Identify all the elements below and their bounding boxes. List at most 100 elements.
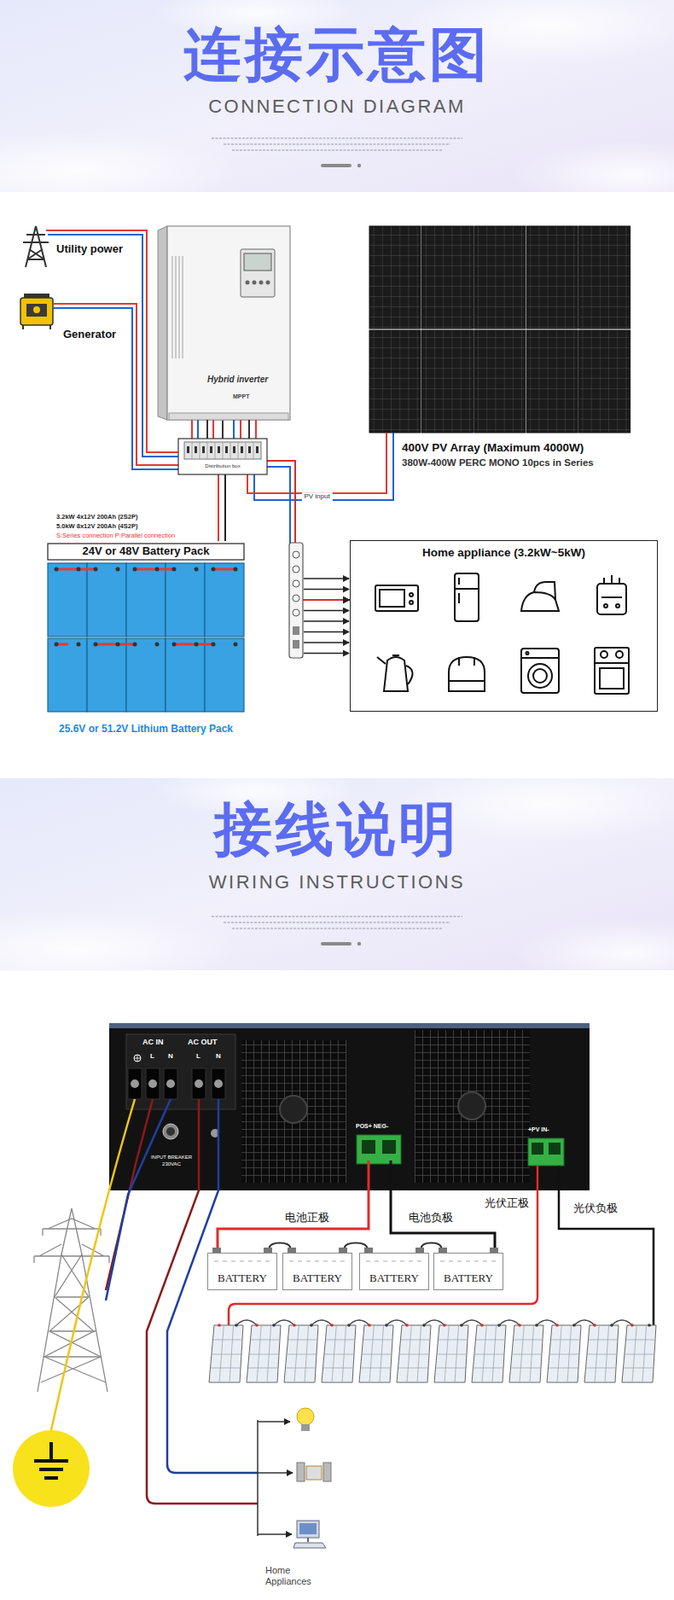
- solar-panel-row-part: [236, 1319, 257, 1325]
- bulb-icon: [296, 1407, 314, 1431]
- stereo-icon-part: [296, 1462, 305, 1482]
- utility-tower-icon-part: [23, 226, 49, 268]
- inverter-photo-art-part: [528, 1138, 564, 1166]
- battery-pack-art-part-part: [165, 563, 205, 637]
- solar-panel-row-part: [396, 1323, 431, 1383]
- battery-pack-art-part-part: [172, 642, 177, 647]
- strip-arrows-part: [303, 652, 349, 655]
- solar-panel-row-part: [461, 1319, 483, 1325]
- appliance-icons-part: [604, 604, 608, 608]
- header-band: 接线说明WIRING INSTRUCTIONS: [0, 778, 674, 971]
- battery-pack-art-part-part: [54, 567, 59, 572]
- appliance-icons-part: [409, 592, 413, 597]
- generator-icon-part: [33, 306, 41, 314]
- power-strip-art-part: [292, 551, 300, 616]
- distribution-box-art-part: [184, 441, 262, 460]
- battery-pack-art-part-part: [133, 642, 138, 647]
- pv-array-art-part: [369, 226, 421, 329]
- battery-pack-art-part-part: [165, 638, 205, 712]
- power-strip-art-part-part: [292, 594, 300, 602]
- appliance-icons-part: [594, 647, 629, 694]
- source-name: Utility power: [56, 242, 123, 256]
- inverter-photo-art-part: [109, 1022, 590, 1191]
- solar-panel-row-part: [536, 1319, 558, 1325]
- battery-pack-art-part-part: [126, 563, 166, 637]
- battery-label: BATTERY: [434, 1271, 503, 1285]
- utility-wire-stub-part: [46, 229, 137, 232]
- inverter-illustration-part: [252, 280, 257, 285]
- wire-connector: [222, 419, 224, 439]
- pv-wires-part: [228, 1165, 538, 1325]
- inverter-illustration: [157, 226, 291, 439]
- solar-panel-row-part: [611, 1319, 633, 1325]
- inverter-photo-art-part: [109, 1022, 590, 1029]
- appliance-icons-part: [521, 648, 559, 693]
- generator-icon: [20, 293, 53, 330]
- solar-panel-row-part: [311, 1319, 332, 1325]
- battery-pack-art-part-part: [194, 642, 199, 647]
- battery-pack-art-part-part: [211, 567, 216, 572]
- inverter-photo-art-part-part: [127, 1068, 142, 1099]
- inverter-illustration-part: [244, 253, 272, 271]
- inverter-photo-art-part-part: [145, 1068, 160, 1099]
- appliance-branch-part: [257, 1533, 292, 1535]
- inverter-photo-art-part: [389, 1160, 393, 1191]
- battery-box: BATTERY: [207, 1252, 278, 1290]
- strip-arrows-part: [303, 631, 349, 634]
- inverter-illustration-part: [240, 249, 275, 297]
- pin-name: L: [196, 1052, 201, 1061]
- appliance-icons-part: [377, 655, 413, 685]
- inverter-photo-art-part: [130, 1079, 223, 1088]
- appliance-icons-part: [526, 651, 529, 655]
- inverter-illustration-part: [239, 419, 242, 439]
- generator-wire-stub-part: [52, 302, 128, 305]
- solar-panel-row-part: [424, 1319, 445, 1325]
- appliance-icons-part: [528, 663, 552, 688]
- computer-icon-part: [307, 1537, 309, 1542]
- solar-panel-row-part: [584, 1323, 619, 1383]
- appliance-icons-part: [594, 662, 629, 664]
- battery-pack: 24V or 48V Battery Pack25.6V or 51.2V Li…: [42, 540, 250, 736]
- power-strip-art-part-part: [292, 609, 300, 616]
- generator-icon-part: [26, 303, 47, 317]
- inverter-photo-art-part: [382, 1139, 396, 1154]
- solar-panel-row-part: [359, 1323, 394, 1383]
- inverter-illustration-part: [259, 280, 264, 285]
- terminal-label: AC OUT: [187, 1038, 218, 1047]
- wire-connector: [247, 474, 387, 494]
- ac-wires-part: [105, 1098, 171, 1301]
- inverter-illustration-part: [197, 419, 199, 439]
- appliance-box: Home appliance (3.2kW~5kW): [349, 540, 658, 712]
- battery-box: BATTERY: [282, 1252, 353, 1290]
- wire-twin: [254, 474, 394, 500]
- inverter-illustration-part: [206, 419, 209, 439]
- power-strip-art-part-part: [292, 580, 300, 587]
- inverter-illustration-part: [167, 226, 291, 420]
- appliance-icons-part: [448, 656, 485, 681]
- solar-panel-row-part: [471, 1323, 506, 1383]
- section-subtitle: WIRING INSTRUCTIONS: [209, 871, 466, 894]
- appliance-icons-part: [521, 656, 559, 659]
- pv-array-spec: 380W-400W PERC MONO 10pcs in Series: [401, 455, 631, 470]
- wire-connector: [343, 1243, 368, 1254]
- solar-panel-row-part: [546, 1323, 582, 1383]
- wire-connector: [247, 474, 394, 500]
- wire-connector: [218, 474, 226, 541]
- inverter-illustration-part: [248, 419, 250, 439]
- appliance-icons-part: [615, 604, 620, 608]
- pv-array-art-part: [421, 330, 473, 433]
- appliance-branch-part: [257, 1471, 293, 1474]
- inverter-photo-art-part: [162, 1123, 179, 1139]
- edge-label: PV input: [301, 492, 332, 501]
- generator-icon-part: [20, 297, 53, 326]
- inverter-photo-art-part-part: [214, 1079, 223, 1088]
- solar-panel-row-part: [209, 1323, 244, 1383]
- appliance-icons: [375, 573, 629, 694]
- pv-array-art-part: [526, 226, 578, 329]
- computer-icon-part: [293, 1542, 326, 1548]
- power-strip-art-part: [292, 626, 300, 635]
- inverter-photo-art-part-part: [211, 1068, 226, 1099]
- strip-arrows-part: [303, 641, 349, 644]
- strip-arrows-part: [303, 577, 349, 580]
